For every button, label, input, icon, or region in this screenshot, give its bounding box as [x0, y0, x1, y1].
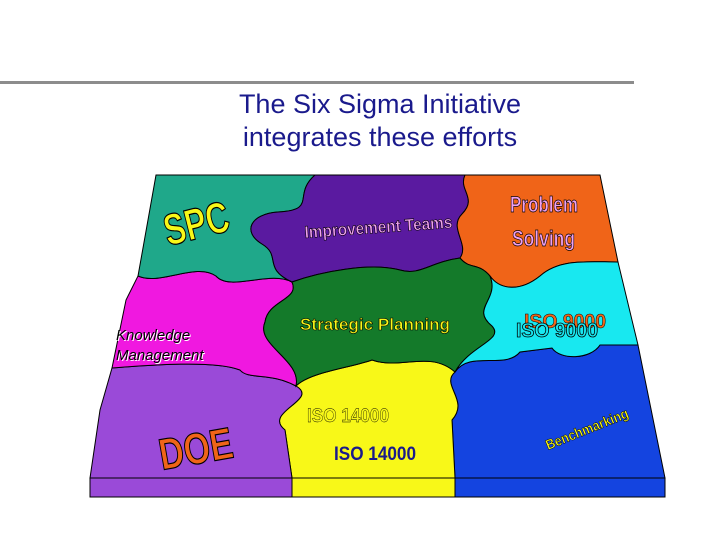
- knowledge-line-2: Management: [116, 347, 204, 364]
- puzzle-piece-benchmarking: [450, 344, 666, 479]
- label-doe: DOE: [155, 419, 236, 480]
- title-line-1: The Six Sigma Initiative: [238, 89, 522, 119]
- top-divider: [0, 81, 634, 84]
- label-iso14000-b: ISO 14000: [334, 444, 416, 465]
- puzzle-piece-iso9000: [454, 261, 639, 373]
- knowledge-line-1: Knowledge: [116, 327, 191, 344]
- label-iso9000-b: ISO 9000: [516, 320, 598, 342]
- label-problem-line2: Solving: [512, 226, 575, 251]
- label-problem-line1: Problem: [510, 192, 578, 217]
- label-strategic-planning: Strategic Planning: [300, 315, 450, 334]
- label-knowledge-management: Knowledge Management: [116, 326, 204, 366]
- slide-title: The Six Sigma Initiative integrates thes…: [0, 88, 720, 154]
- label-iso14000-a: ISO 14000: [307, 406, 389, 427]
- title-line-2: integrates these efforts: [242, 122, 518, 152]
- label-iso9000-a: ISO 9000: [524, 311, 606, 333]
